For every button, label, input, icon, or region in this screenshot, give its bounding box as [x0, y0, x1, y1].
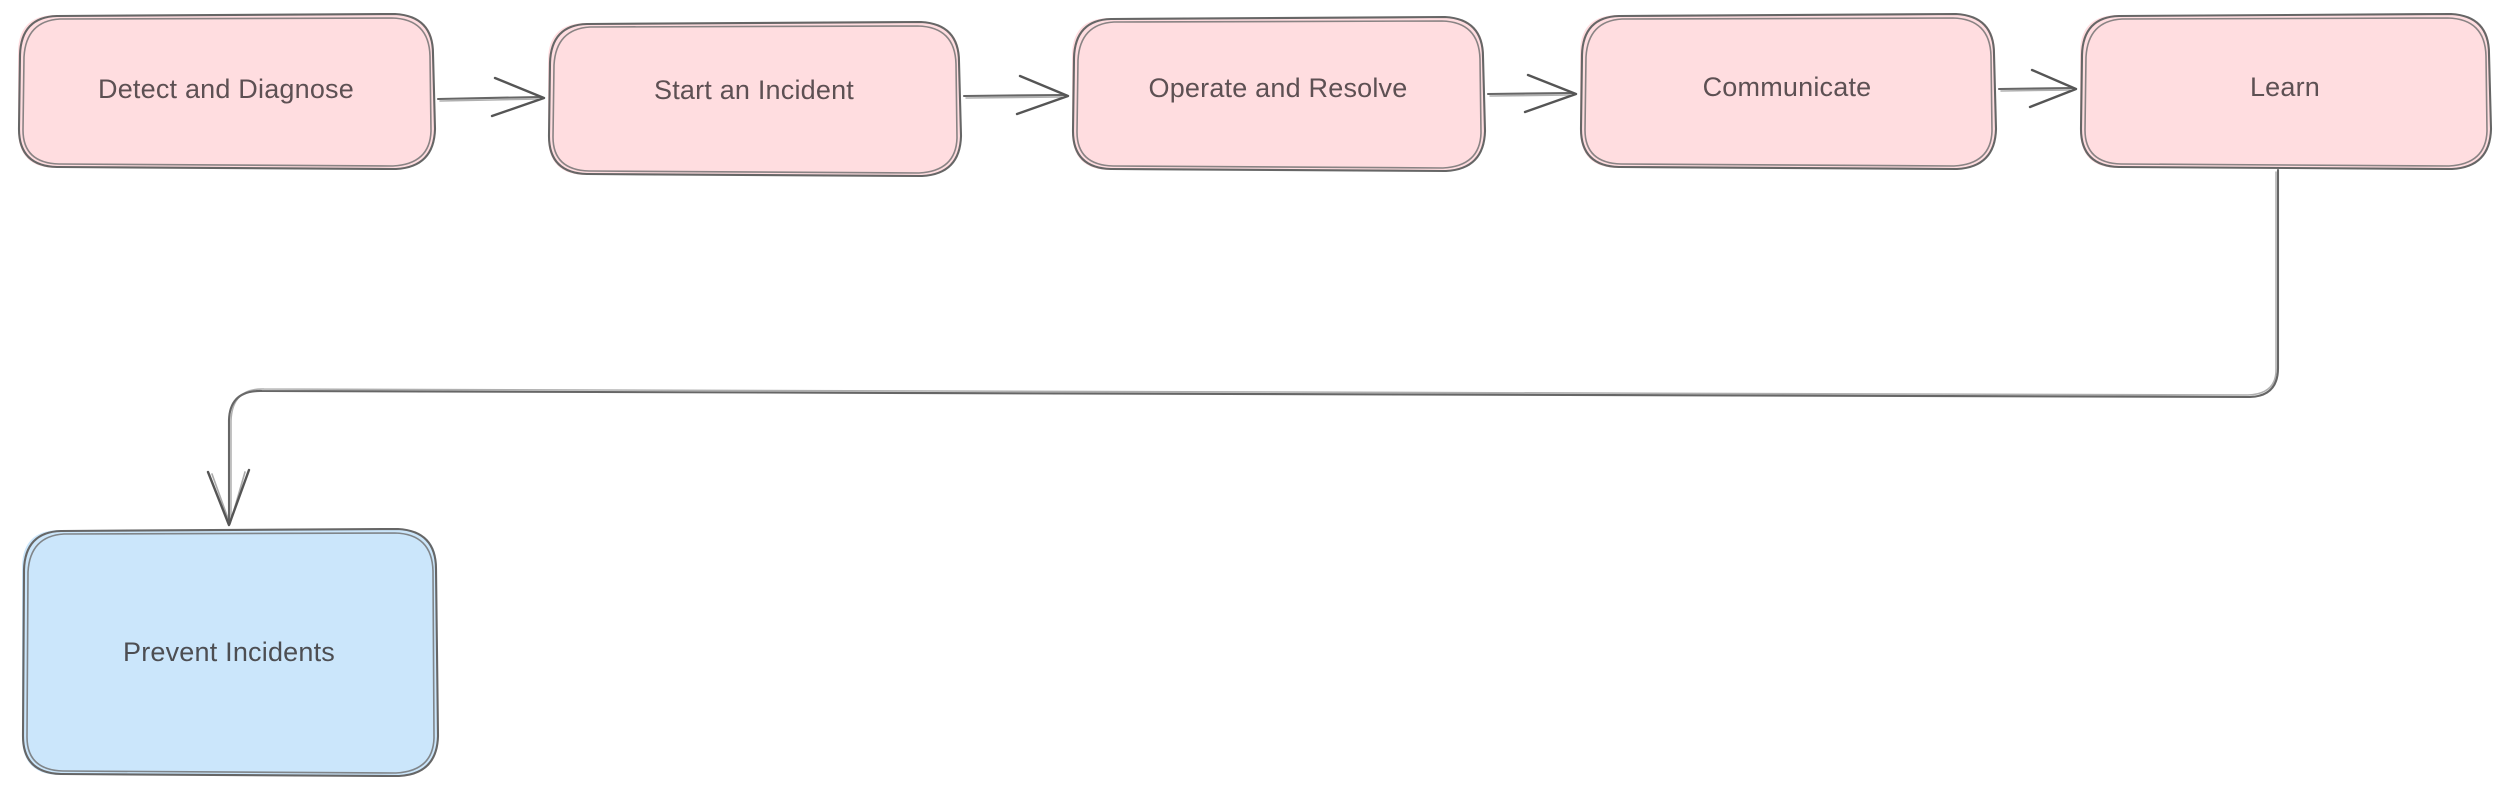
- node-learn[interactable]: Learn: [2079, 12, 2493, 171]
- edge-communicate-to-learn: [1997, 68, 2078, 109]
- node-start-an-incident[interactable]: Start an Incident: [547, 20, 963, 178]
- edge-operate-to-communicate: [1486, 73, 1578, 114]
- edge-detect-to-start: [436, 76, 546, 118]
- node-operate-and-resolve[interactable]: Operate and Resolve: [1071, 15, 1487, 173]
- edge-group: [206, 68, 2280, 527]
- node-communicate[interactable]: Communicate: [1579, 12, 1998, 171]
- node-prevent-incidents[interactable]: Prevent Incidents: [21, 527, 440, 778]
- node-detect-and-diagnose[interactable]: Detect and Diagnose: [17, 12, 437, 171]
- edge-start-to-operate: [962, 74, 1070, 116]
- edge-learn-to-prevent: [206, 168, 2280, 527]
